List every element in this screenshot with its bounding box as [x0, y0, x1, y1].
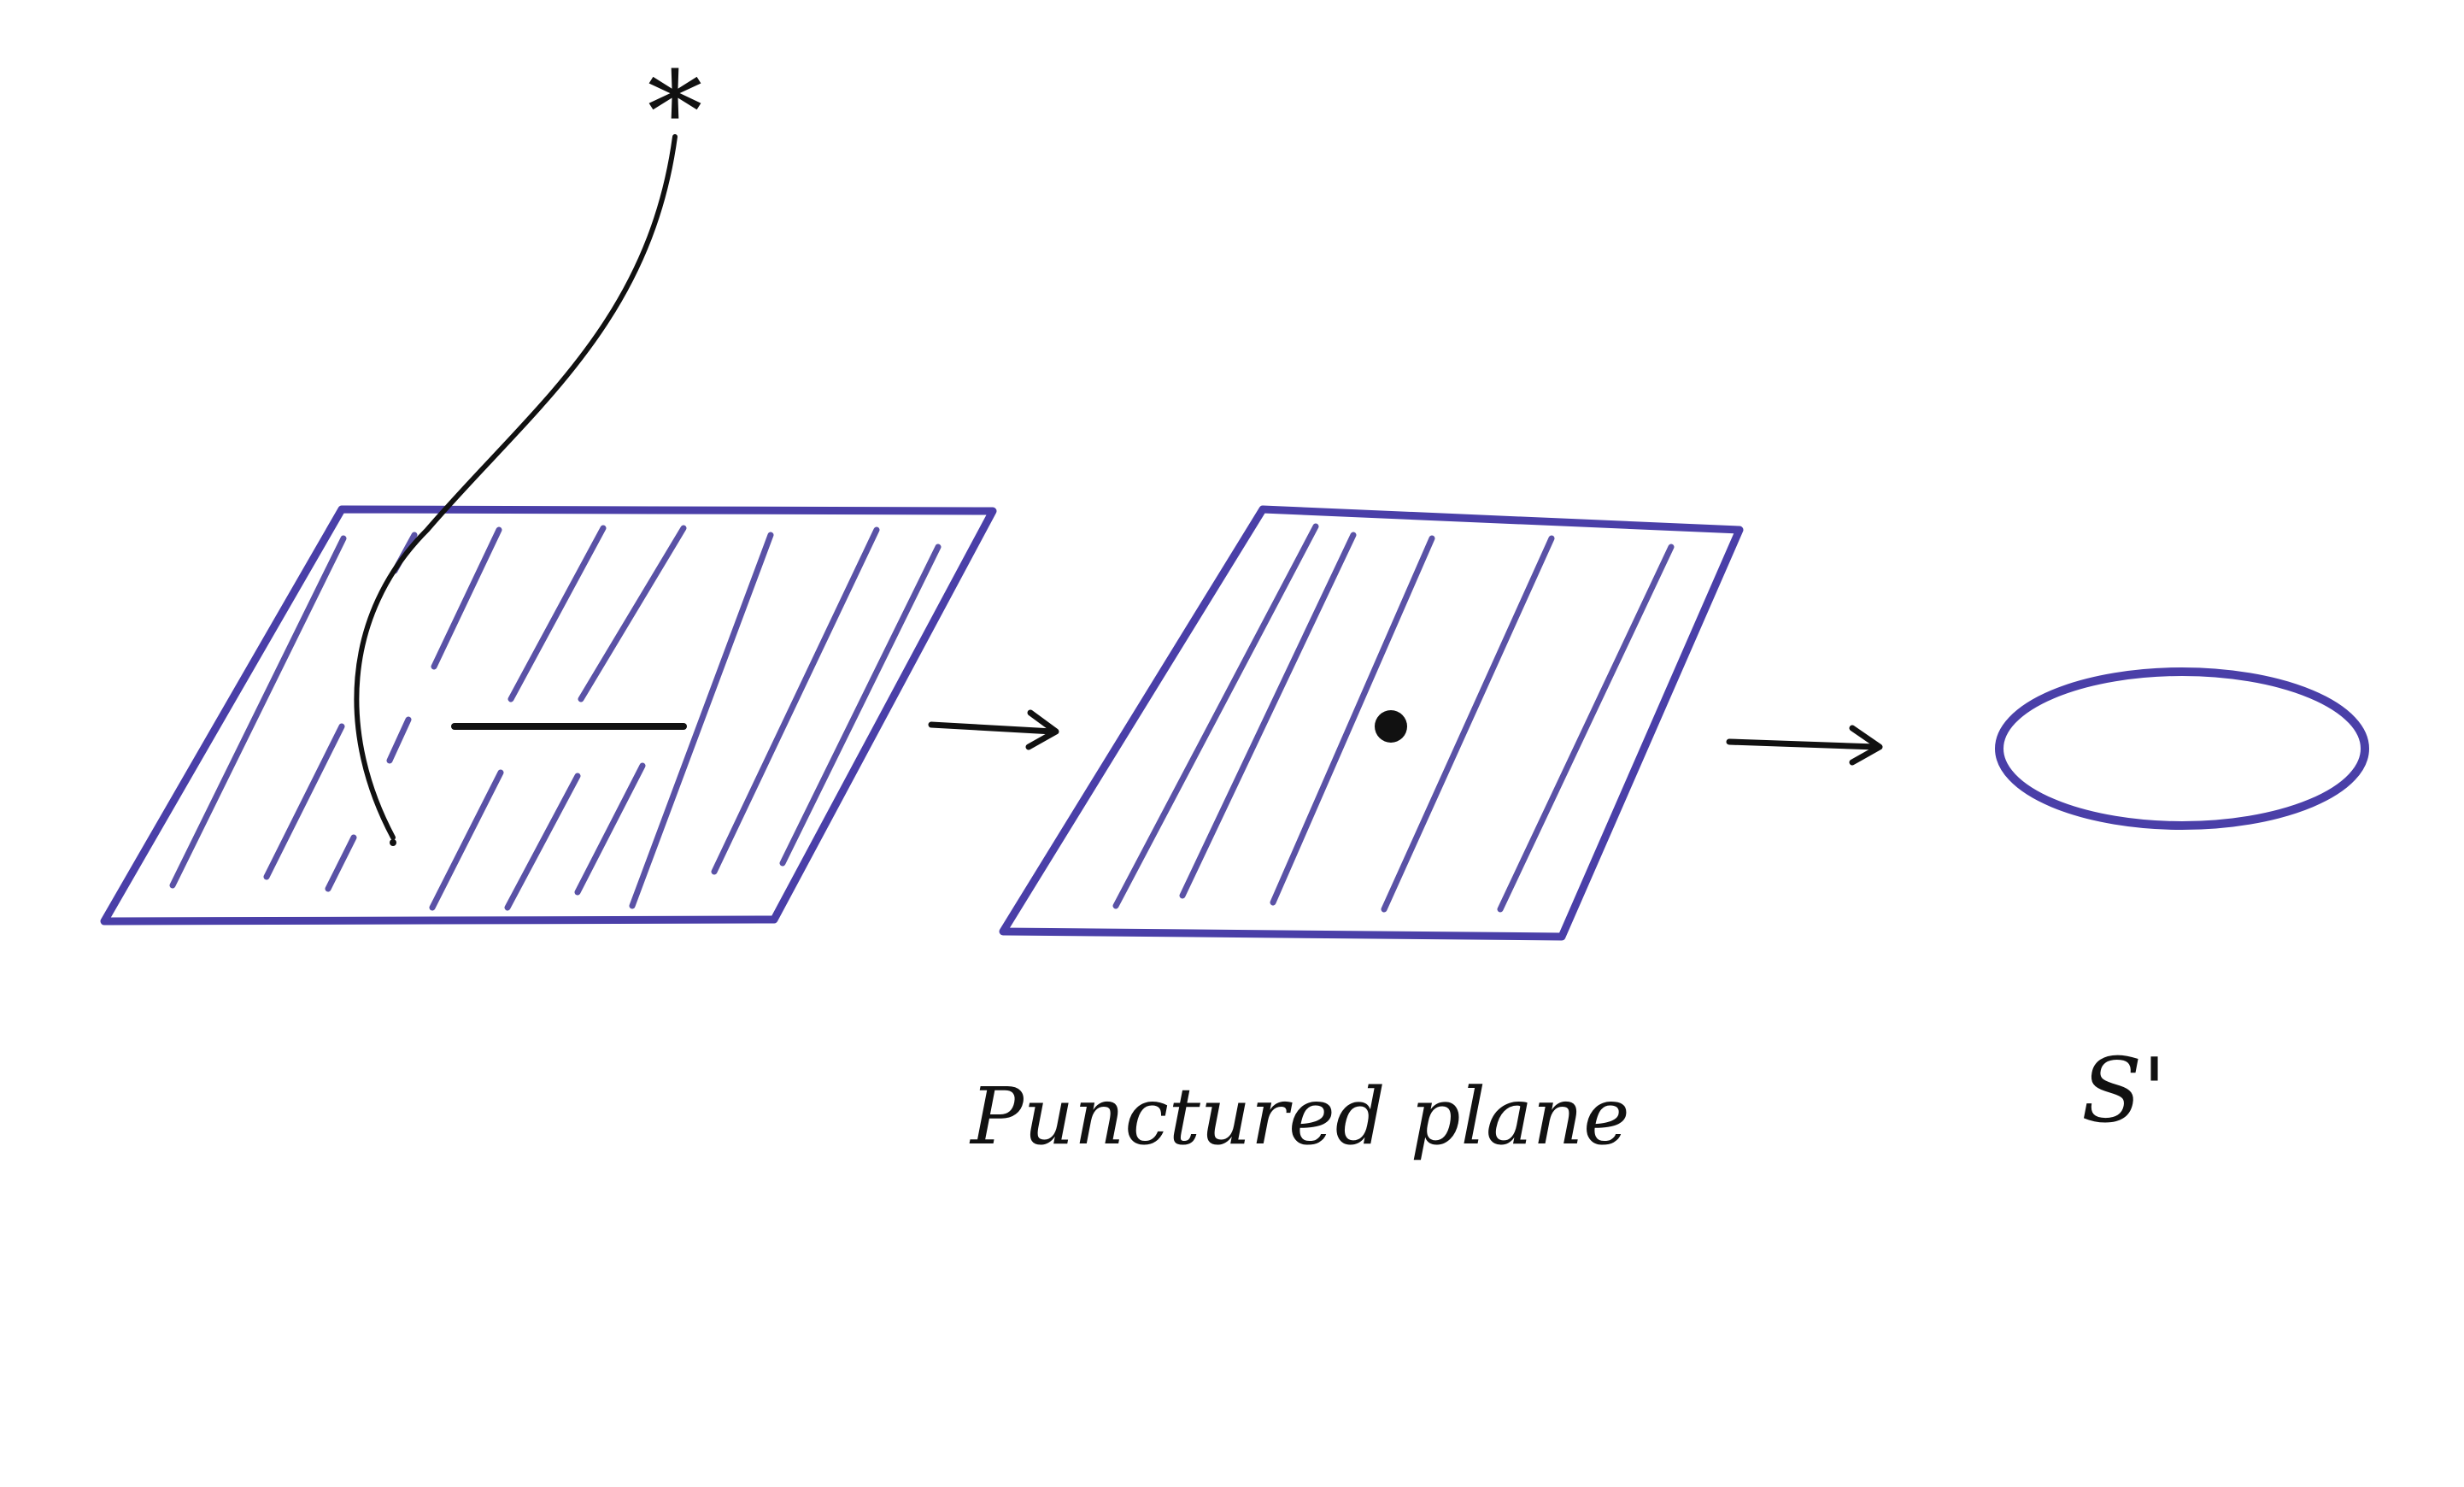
arrow-1-shaft: [928, 721, 1056, 735]
basepoint-star: *: [648, 47, 703, 177]
hatch-line: [1381, 535, 1555, 913]
arrow-1: [928, 709, 1059, 750]
puncture-point: [1375, 710, 1407, 743]
left-plane: [100, 134, 997, 926]
hatch-line: [1179, 532, 1357, 899]
hatch-line: [578, 525, 687, 702]
arrow-2: [1726, 725, 1883, 766]
circle-s1: [1995, 667, 2369, 830]
hatch-line: [1112, 523, 1319, 909]
middle-plane-hatching: [1112, 523, 1675, 913]
circle-label: S': [2081, 1038, 2167, 1143]
hatch-line: [779, 544, 942, 867]
middle-plane-outline: [999, 505, 1744, 941]
path-endpoint: [390, 839, 396, 846]
path-to-basepoint: [354, 134, 678, 840]
hatch-line: [263, 723, 345, 880]
left-plane-outline: [100, 505, 997, 926]
hatch-line: [504, 773, 581, 911]
hatch-line: [386, 716, 412, 764]
arrow-2-head: [1849, 725, 1883, 766]
hatch-line: [1497, 544, 1675, 913]
hatch-line: [325, 834, 357, 892]
middle-plane: [999, 505, 1744, 941]
hatch-line: [507, 525, 607, 702]
hatch-line: [1270, 535, 1435, 906]
hatch-line: [429, 769, 504, 911]
hatch-line: [431, 526, 502, 670]
punctured-plane-label: Punctured plane: [969, 1071, 1630, 1162]
arrow-1-head: [1025, 709, 1059, 750]
hatch-line: [629, 532, 774, 909]
hatch-line: [711, 526, 880, 875]
arrow-2-shaft: [1726, 738, 1880, 750]
left-plane-hatching: [169, 525, 942, 911]
hatch-line: [574, 762, 646, 896]
hatch-line: [169, 535, 347, 889]
